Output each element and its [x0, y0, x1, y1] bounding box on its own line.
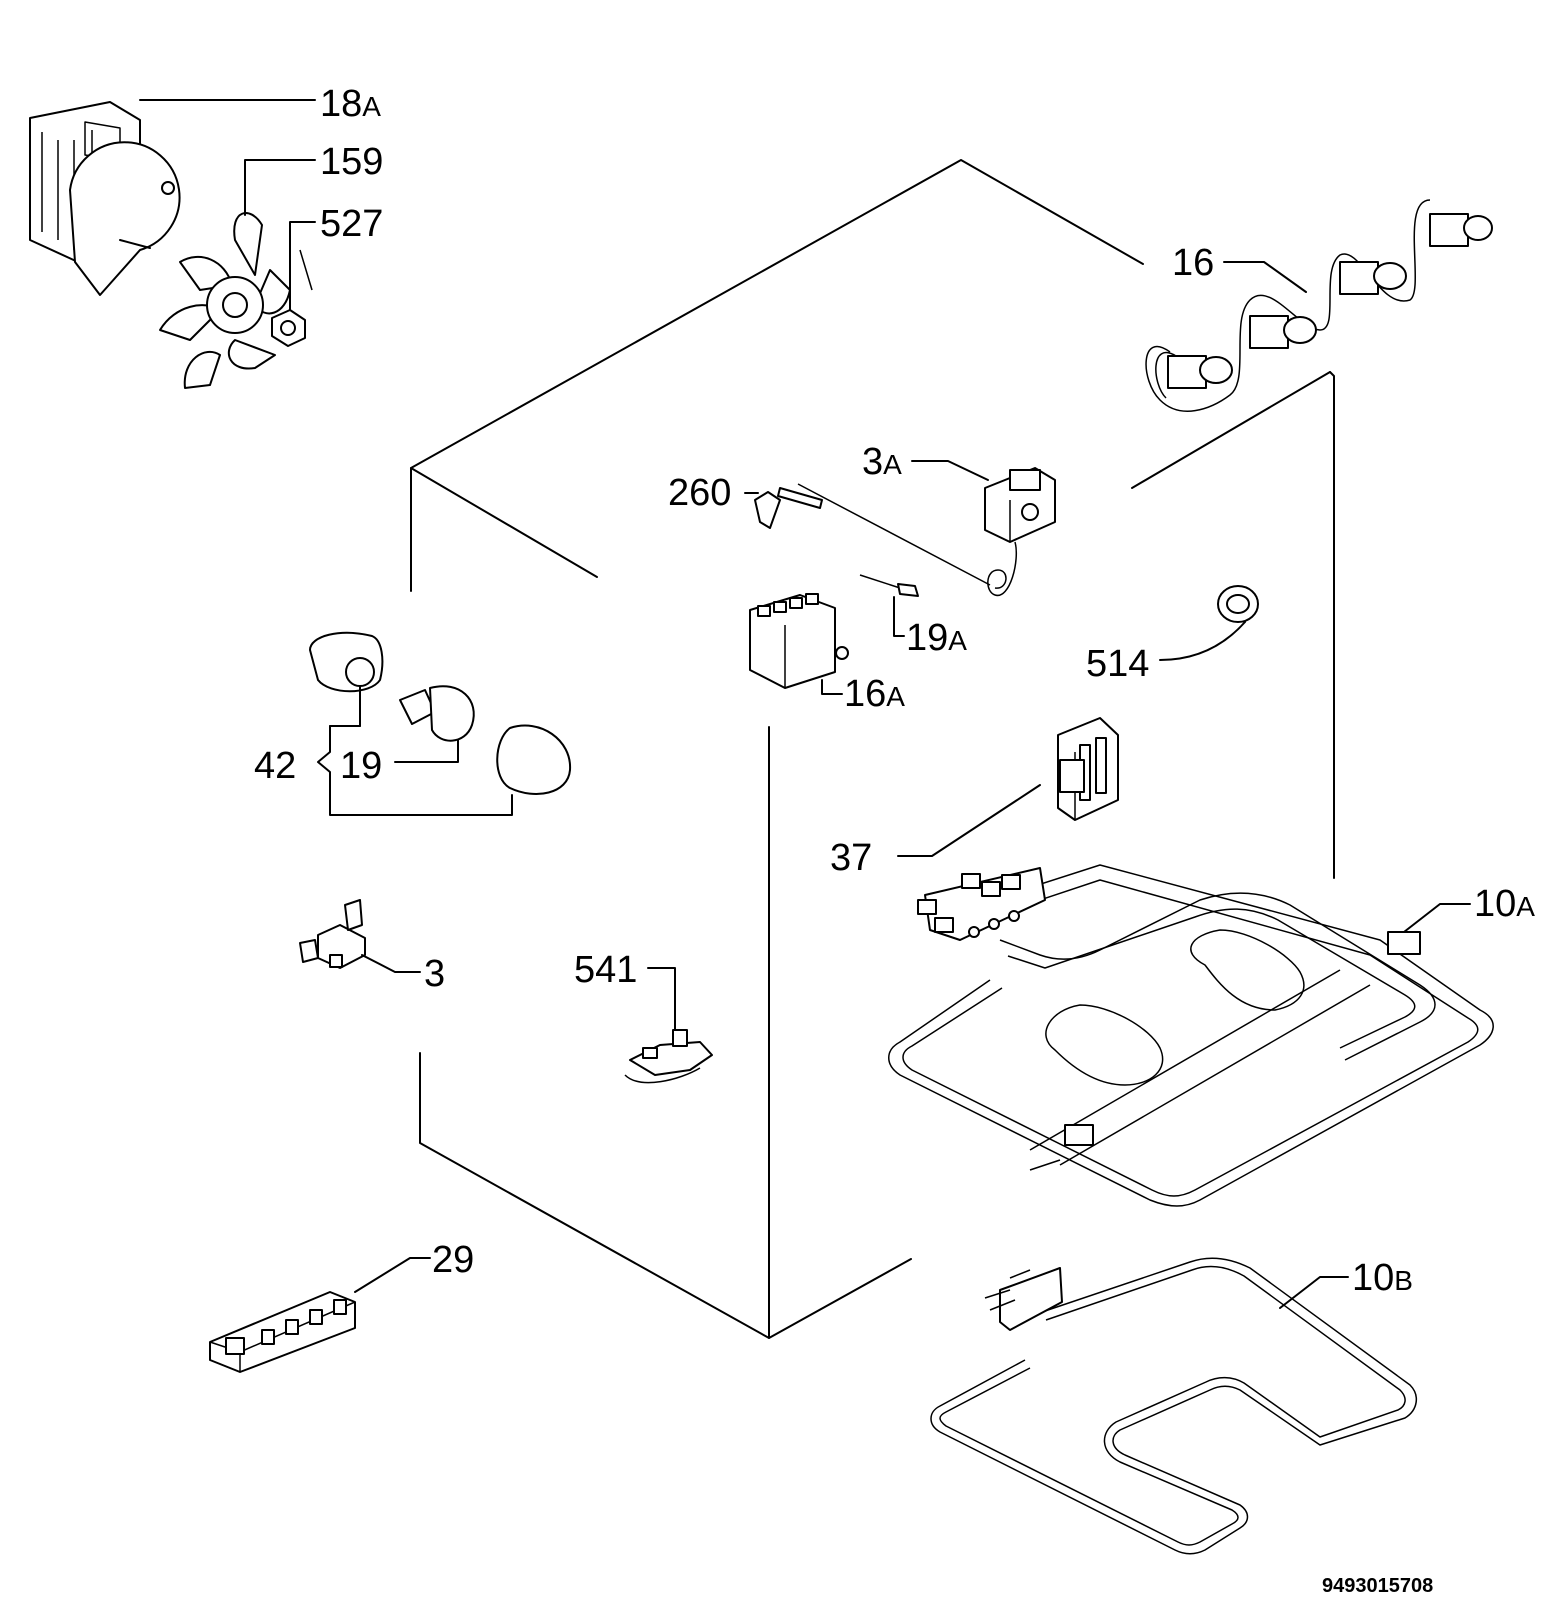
sensor-clip-part: [744, 487, 823, 529]
label-260: 260: [668, 472, 731, 514]
terminal-block-part: [897, 717, 1119, 857]
fan-blade-part: [159, 159, 316, 389]
label-18A: 18A: [320, 83, 381, 125]
label-29: 29: [432, 1239, 474, 1281]
temperature-sensor-part: [859, 574, 919, 637]
knobs-with-wires-part: [1145, 199, 1493, 412]
label-514: 514: [1086, 643, 1149, 685]
wire-connector-part: [624, 967, 713, 1084]
part-labels: 18A 159 527 16 3A 260 19A 16A 514 42 19 …: [254, 83, 1535, 1597]
lamp-holder-grommet-part: [1159, 585, 1259, 661]
label-37: 37: [830, 837, 872, 879]
label-159: 159: [320, 141, 383, 183]
label-3A: 3A: [862, 441, 902, 483]
fan-nut-part: [271, 221, 316, 347]
label-527: 527: [320, 203, 383, 245]
bottom-heating-element-part: [930, 1257, 1417, 1555]
thermostat-part: [797, 460, 1056, 596]
label-541: 541: [574, 949, 637, 991]
diagram-code: 9493015708: [1322, 1575, 1433, 1597]
oven-cabinet-outline: [410, 159, 1335, 1339]
label-3: 3: [424, 953, 445, 995]
label-10A: 10A: [1474, 883, 1535, 925]
fan-motor-part: [29, 99, 316, 296]
label-19: 19: [340, 745, 382, 787]
ignition-generator-part: [209, 1257, 431, 1373]
label-10B: 10B: [1352, 1257, 1413, 1299]
grill-heating-element-part: [888, 864, 1494, 1207]
door-switch-part: [299, 899, 421, 973]
label-16: 16: [1172, 242, 1214, 284]
label-42: 42: [254, 745, 296, 787]
label-19A: 19A: [906, 617, 967, 659]
label-16A: 16A: [844, 673, 905, 715]
oven-lamp-assembly-part: [309, 631, 572, 816]
selector-switch-part: [749, 593, 849, 695]
